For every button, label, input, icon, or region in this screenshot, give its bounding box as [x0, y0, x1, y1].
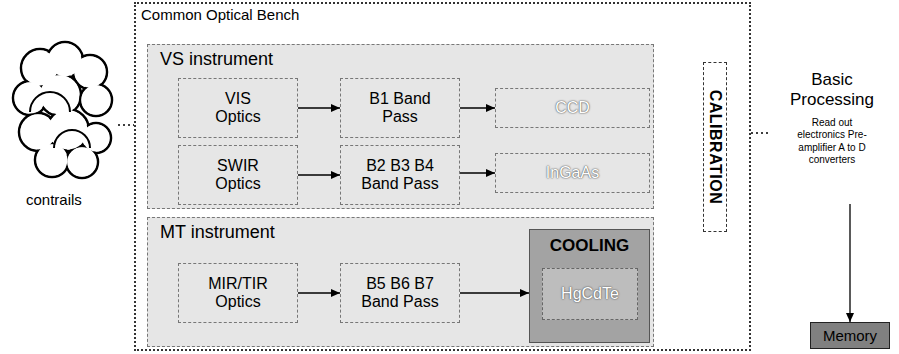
calibration-label: CALIBRATION — [706, 90, 724, 205]
dotted-link — [751, 132, 768, 134]
cloud-label: contrails — [26, 191, 82, 208]
box-label: B5 B6 B7 Band Pass — [360, 275, 440, 312]
box-label: B2 B3 B4 Band Pass — [360, 157, 440, 194]
dotted-link — [118, 124, 134, 126]
processing-block: Basic ProcessingRead out electronics Pre… — [768, 62, 896, 204]
flow-arrow — [849, 204, 850, 322]
box-label: MIR/TIR Optics — [203, 275, 273, 312]
process-box: SWIR Optics — [178, 145, 298, 205]
group-title: Common Optical Bench — [141, 6, 299, 23]
process-box: B2 B3 B4 Band Pass — [340, 145, 460, 205]
detector-box: HgCdTe — [542, 268, 638, 320]
cooling-box: COOLING HgCdTe — [529, 229, 650, 343]
cooling-title: COOLING — [530, 236, 649, 256]
flow-arrow — [298, 107, 340, 108]
box-label: B1 Band Pass — [360, 90, 440, 127]
process-box: B5 B6 B7 Band Pass — [340, 263, 460, 323]
flow-arrow — [460, 292, 529, 293]
process-box: B1 Band Pass — [340, 78, 460, 138]
memory-box: Memory — [810, 322, 890, 349]
detector-label: InGaAs — [546, 164, 599, 182]
calibration-box: CALIBRATION — [703, 62, 727, 232]
block-note: Read out electronics Pre-amplifier A to … — [793, 117, 871, 167]
group-title: MT instrument — [160, 222, 275, 243]
process-box: MIR/TIR Optics — [178, 263, 298, 323]
flow-arrow — [460, 107, 495, 108]
box-label: SWIR Optics — [203, 157, 273, 194]
flow-arrow — [298, 174, 340, 175]
instrument-group: VS instrumentVIS Optics B1 Band Pass CCD SW… — [147, 44, 654, 209]
instrument-group: MT instrumentMIR/TIR Optics B5 B6 B7 Band… — [147, 217, 654, 347]
detector-box: InGaAs — [495, 153, 650, 193]
cloud-outline — [10, 40, 118, 188]
contrail-cloud: contrails — [10, 40, 118, 210]
detector-label: Memory — [823, 327, 877, 344]
detector-label: CCD — [555, 99, 590, 117]
flow-arrow — [460, 172, 495, 173]
process-box: VIS Optics — [178, 78, 298, 138]
flow-arrow — [298, 292, 340, 293]
block-title: Basic Processing — [782, 70, 882, 111]
optical-bench: Common Optical Bench VS instrumentVIS Opt… — [134, 2, 751, 351]
detector-box: CCD — [495, 88, 650, 128]
group-title: VS instrument — [160, 49, 273, 70]
detector-label: HgCdTe — [561, 285, 619, 303]
box-label: VIS Optics — [203, 90, 273, 127]
